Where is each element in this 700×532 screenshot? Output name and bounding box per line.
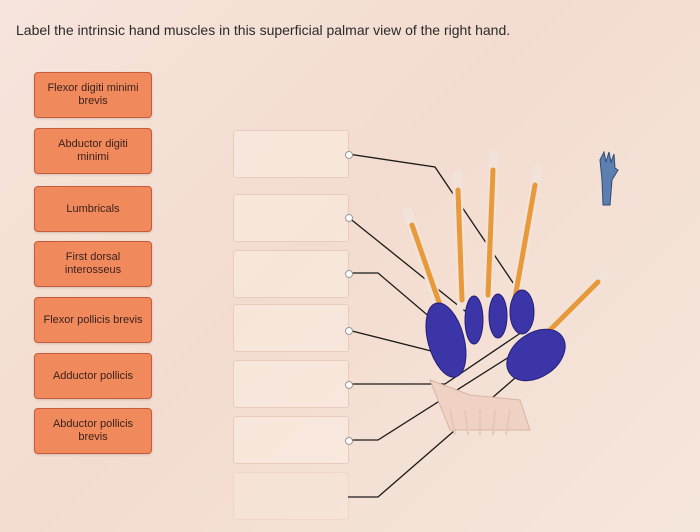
drop-slot-6[interactable]: [233, 416, 349, 464]
label-flexor-pollicis-brevis[interactable]: Flexor pollicis brevis: [34, 297, 152, 343]
question-prompt: Label the intrinsic hand muscles in this…: [16, 22, 511, 38]
drop-slot-4[interactable]: [233, 304, 349, 352]
slot-anchor-3: [345, 270, 353, 278]
drop-slot-2[interactable]: [233, 194, 349, 242]
slot-anchor-2: [345, 214, 353, 222]
drop-slot-3[interactable]: [233, 250, 349, 298]
slot-anchor-5: [345, 381, 353, 389]
label-abductor-digiti-minimi[interactable]: Abductor digiti minimi: [34, 128, 152, 174]
slot-anchor-1: [345, 151, 353, 159]
label-first-dorsal-interosseus[interactable]: First dorsal interosseus: [34, 241, 152, 287]
label-flexor-digiti-minimi-brevis[interactable]: Flexor digiti minimi brevis: [34, 72, 152, 118]
label-abductor-pollicis-brevis[interactable]: Abductor pollicis brevis: [34, 408, 152, 454]
intrinsic-muscles: [425, 289, 566, 382]
drop-slot-5[interactable]: [233, 360, 349, 408]
label-lumbricals[interactable]: Lumbricals: [34, 186, 152, 232]
slot-anchor-4: [345, 327, 353, 335]
slot-anchor-6: [345, 437, 353, 445]
wrist-tendons: [429, 379, 531, 431]
drop-slot-1[interactable]: [233, 130, 349, 178]
flexor-tendons: [409, 167, 601, 333]
label-adductor-pollicis[interactable]: Adductor pollicis: [34, 353, 152, 399]
drop-slot-7[interactable]: [233, 472, 349, 520]
hand-orientation-icon: [599, 150, 619, 206]
